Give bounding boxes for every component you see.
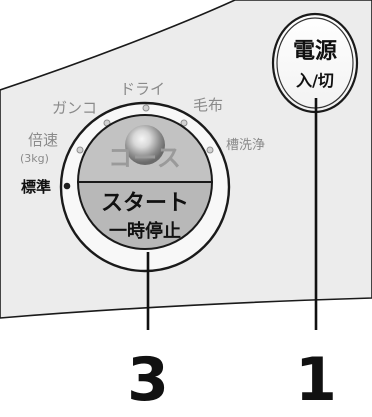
callout-number-1: 1	[295, 345, 337, 415]
power-button-label-top: 電源	[293, 39, 337, 64]
course-label-tub-clean[interactable]: 槽洗浄	[226, 138, 265, 153]
course-label-ganko[interactable]: ガンコ	[52, 99, 97, 117]
start-button-label-bottom: 一時停止	[109, 220, 181, 242]
course-label-standard[interactable]: 標準	[21, 178, 51, 196]
power-button-label-bottom: 入/切	[296, 71, 334, 90]
course-label-blanket[interactable]: 毛布	[193, 96, 223, 114]
start-pause-button[interactable]	[76, 181, 214, 250]
start-button-label-top: スタート	[101, 191, 189, 216]
course-label-dry[interactable]: ドライ	[120, 80, 165, 98]
callout-number-3: 3	[127, 345, 169, 415]
course-button-label: コース	[108, 144, 182, 172]
course-sub-label-double-speed: (3kg)	[20, 152, 49, 165]
course-dot-standard	[63, 182, 71, 190]
course-dot-tub-clean	[206, 146, 214, 154]
course-dot-double-speed	[76, 146, 84, 154]
course-knob-highlight	[125, 125, 165, 165]
course-dot-blanket	[180, 119, 188, 127]
course-dot-dry	[142, 104, 150, 112]
course-label-double-speed[interactable]: 倍速	[28, 131, 58, 149]
